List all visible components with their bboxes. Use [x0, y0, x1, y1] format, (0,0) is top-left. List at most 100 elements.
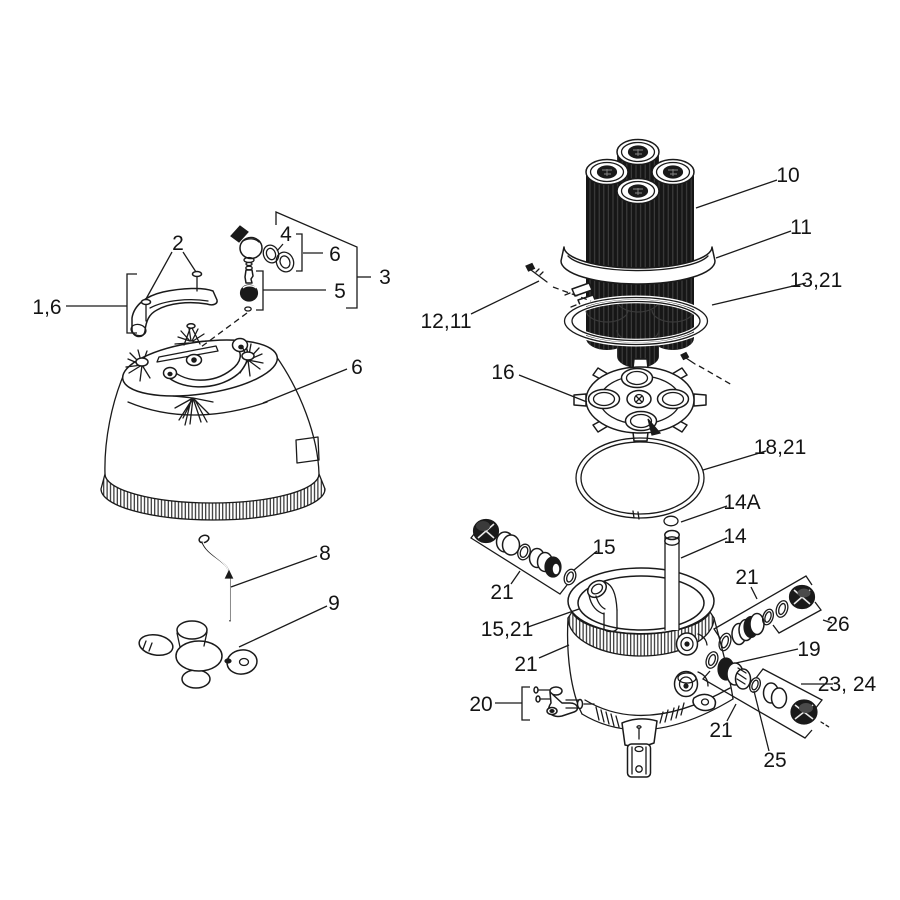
part-label-21-upper-right: 21: [735, 566, 758, 589]
standpipe-oring-14a: [663, 515, 679, 527]
air-relief-valve-assembly: [230, 225, 295, 312]
leader-2a: [145, 251, 173, 300]
bracket-21-upper-right: [713, 575, 813, 639]
fitting-assembly-upper-right: [718, 584, 816, 652]
tube-arrow: [224, 569, 234, 579]
part-label-6-lid: 6: [351, 356, 363, 379]
leader-10: [695, 179, 778, 209]
tank-gauge-port-upper: [675, 632, 708, 656]
valve-orings: [262, 244, 295, 273]
part-label-20: 20: [469, 693, 492, 716]
leader-13-21: [711, 282, 807, 306]
oring-25: [748, 677, 762, 693]
callouts: [66, 179, 833, 752]
part-label-14: 14: [723, 525, 747, 548]
part-label-21-tank: 21: [514, 653, 537, 676]
filter-cartridge-bundle: [585, 138, 695, 368]
spider-port-left: [587, 388, 621, 410]
leader-26: [822, 619, 833, 624]
leader-25: [753, 690, 770, 752]
part-labels: 2 4 6 5 3 1,6 6 8 9 10 11 13,21 12,11 16…: [32, 164, 876, 772]
tank-drain-plug: [626, 743, 652, 778]
valve-body: [239, 236, 263, 260]
part-label-4: 4: [280, 223, 292, 246]
leader-8: [230, 555, 318, 588]
spider-port-right: [656, 388, 690, 410]
spider-port-bottom: [624, 410, 658, 432]
tank-port-lower: [673, 670, 709, 698]
handle-screw-1: [140, 298, 152, 322]
leader-4: [276, 243, 284, 252]
leader-12-11: [470, 280, 540, 315]
adapter-23: [762, 682, 788, 709]
dashed-guide-band: [552, 286, 592, 302]
part-label-12-11: 12,11: [421, 310, 472, 333]
spider-arrow: [647, 418, 662, 436]
lid-vent-cone: [174, 323, 207, 346]
leader-21-lower-right: [726, 703, 737, 722]
part-label-13-21: 13,21: [790, 269, 843, 292]
bottom-cross-manifold: [138, 620, 258, 689]
tank-mount-tab: [692, 693, 717, 712]
bracket-3: [275, 211, 358, 309]
bracket-20: [521, 686, 530, 721]
bracket-4: [296, 233, 303, 272]
part-label-8: 8: [319, 542, 331, 565]
bracket-26: [772, 601, 822, 634]
leader-16: [518, 374, 588, 403]
part-label-21-left: 21: [490, 581, 513, 604]
part-label-5: 5: [334, 280, 346, 303]
leader-14: [680, 537, 728, 559]
part-label-9: 9: [328, 592, 340, 615]
cartridge-band: [560, 246, 716, 285]
part-label-11: 11: [790, 216, 812, 239]
band-screw-2: [680, 351, 696, 365]
tank-foot-right: [659, 702, 685, 724]
lid-boss-right: [239, 343, 264, 377]
check-valve: [239, 265, 259, 312]
leader-9: [238, 605, 328, 648]
part-label-18-21: 18,21: [754, 436, 807, 459]
part-label-1-6: 1,6: [32, 296, 61, 319]
leader-18-21: [702, 450, 767, 471]
spider-port-top: [620, 367, 654, 389]
tank-oring: [575, 437, 705, 520]
bracket-23-24: [755, 668, 823, 710]
part-label-21-lower-right: 21: [709, 719, 732, 742]
lid-boss-front: [172, 395, 214, 426]
bracket-21-left: [470, 528, 568, 595]
bottom-spider-manifold: [573, 358, 707, 442]
leader-15: [573, 550, 598, 571]
part-label-3: 3: [379, 266, 391, 289]
valve-lever: [230, 225, 249, 243]
part-label-23-24: 23, 24: [818, 673, 877, 696]
fitting-oring-15: [563, 568, 577, 586]
part-label-14a: 14A: [723, 491, 760, 514]
lid-label-plate: [295, 436, 320, 464]
leader-21-left: [510, 570, 521, 585]
part-label-2: 2: [172, 232, 184, 255]
standpipe: [664, 529, 680, 631]
part-label-10: 10: [776, 164, 799, 187]
handle-screw-2: [191, 270, 203, 292]
tank-foot-left: [595, 706, 620, 728]
leader-21-tank: [538, 644, 570, 659]
bulkhead-fitting-left: [472, 518, 577, 586]
lid-handle-assembly: [130, 270, 218, 338]
leader-19: [735, 648, 799, 664]
leader-6-lid: [262, 368, 348, 404]
band-screw: [525, 262, 548, 283]
drain-assembly-20: [533, 686, 595, 718]
retainer-ring: [562, 295, 710, 347]
part-label-19: 19: [797, 638, 820, 661]
leader-15-21: [527, 608, 580, 628]
air-bleed-tube: [198, 534, 234, 622]
fitting-19: [717, 657, 752, 690]
leader-11: [715, 230, 792, 259]
part-label-15-21: 15,21: [481, 618, 534, 641]
dashed-guide-band-2: [698, 365, 733, 386]
fitting-assembly-lower-right: [705, 651, 830, 728]
leader-2b: [182, 251, 197, 273]
